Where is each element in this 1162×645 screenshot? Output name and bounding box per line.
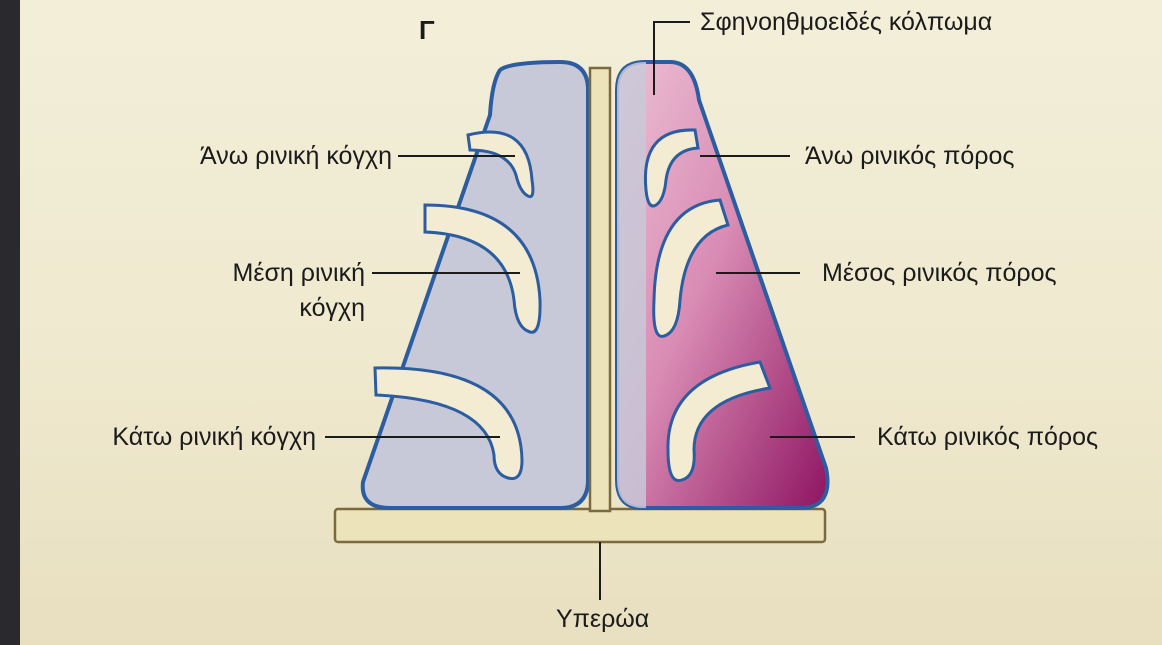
label-superior-meatus: Άνω ρινικός πόρος (805, 141, 1014, 171)
palate-plate (335, 509, 825, 542)
right-nasal-cavity (617, 62, 828, 508)
label-superior-concha: Άνω ρινική κόγχη (200, 141, 392, 171)
nasal-septum (590, 68, 610, 511)
panel-letter: Γ (419, 15, 435, 45)
left-nasal-cavity (363, 62, 588, 508)
label-inferior-meatus: Κάτω ρινικός πόρος (877, 422, 1098, 452)
right-cavity-medial-zone (617, 62, 646, 508)
label-inferior-concha: Κάτω ρινική κόγχη (112, 422, 316, 452)
label-sphenoethmoidal-recess: Σφηνοηθμοειδές κόλπωμα (700, 7, 992, 37)
label-middle-concha-line2: κόγχη (299, 293, 365, 323)
label-middle-concha-line1: Μέση ρινική (233, 258, 365, 288)
label-middle-meatus: Μέσος ρινικός πόρος (822, 258, 1057, 288)
label-palate: Υπερώα (556, 604, 649, 634)
